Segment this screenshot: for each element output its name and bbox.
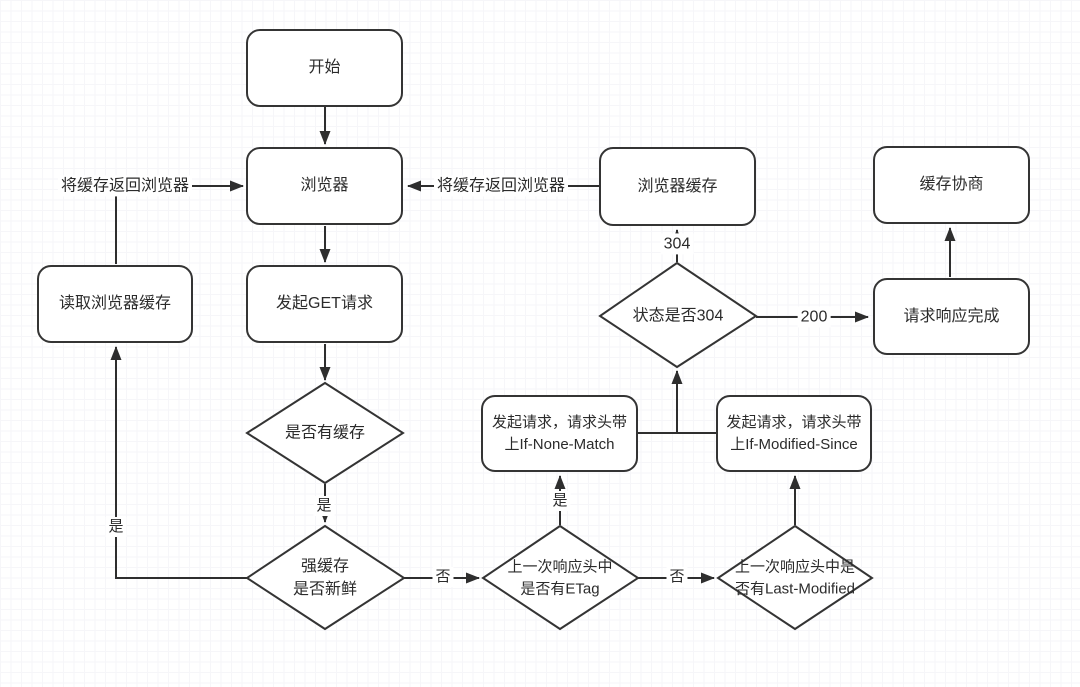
node-start: 开始 [246,29,403,107]
node-read-browser-cache: 读取浏览器缓存 [37,265,193,343]
node-request-if-none-match-label: 发起请求，请求头带 上If-None-Match [491,413,627,453]
node-strong-cache-fresh-diamond [245,524,406,631]
edge-label-yes-has-cache: 是 [313,496,335,516]
edge-label-yes-read-cache: 是 [105,517,127,537]
node-etag-in-last-response-diamond [481,524,640,631]
edge-strong-fresh-yes-to-read-cache [110,346,247,579]
node-last-modified-in-last-response-diamond [716,524,874,631]
edge-label-status-304: 304 [660,233,694,255]
node-get-request: 发起GET请求 [246,265,403,343]
node-request-response-complete-label: 请求响应完成 [903,307,1000,325]
node-request-response-complete: 请求响应完成 [873,278,1030,355]
node-request-if-none-match: 发起请求，请求头带 上If-None-Match [481,395,638,472]
node-start-label: 开始 [308,59,341,77]
node-browser-label: 浏览器 [300,177,349,195]
node-cache-negotiation-label: 缓存协商 [919,176,984,194]
edge-label-no-etag: 否 [666,567,688,587]
edge-label-no-strong-cache: 否 [432,567,454,587]
edge-label-yes-etag: 是 [549,491,571,511]
node-browser-cache: 浏览器缓存 [599,147,756,226]
node-request-if-modified-since: 发起请求，请求头带 上If-Modified-Since [716,395,872,472]
node-read-browser-cache-label: 读取浏览器缓存 [58,295,171,313]
node-cache-negotiation: 缓存协商 [873,146,1030,224]
node-has-cache-diamond [245,381,405,485]
node-status-is-304-diamond [598,261,758,369]
node-request-if-modified-since-label: 发起请求，请求头带 上If-Modified-Since [726,413,862,453]
node-get-request-label: 发起GET请求 [276,295,373,313]
node-browser-cache-label: 浏览器缓存 [637,177,718,195]
edge-label-return-cache-left: 将缓存返回浏览器 [57,175,193,197]
node-browser: 浏览器 [246,147,403,225]
edge-read-cache-to-browser [115,180,244,264]
edge-label-return-cache-right: 将缓存返回浏览器 [433,175,569,197]
edge-label-status-200: 200 [797,306,831,328]
